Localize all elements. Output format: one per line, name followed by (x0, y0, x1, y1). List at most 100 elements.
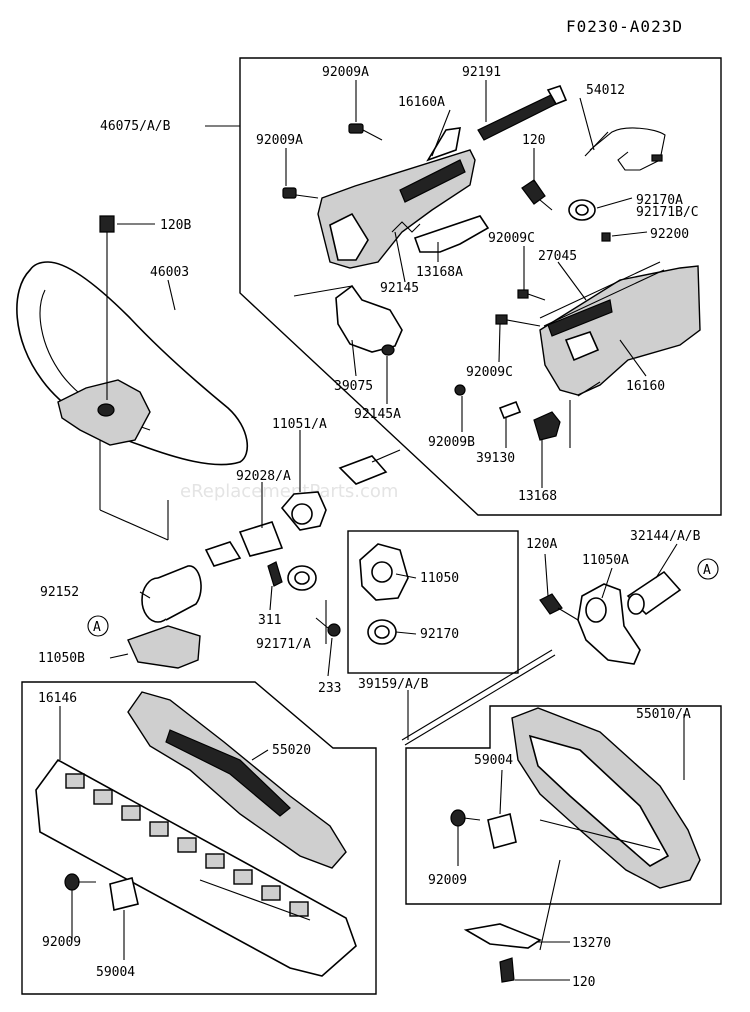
label-120a: 120A (526, 537, 557, 552)
label-92009c-upper: 92009C (488, 231, 535, 246)
label-39075: 39075 (334, 379, 373, 394)
block-11050b (127, 625, 201, 669)
label-16146: 16146 (38, 691, 77, 706)
label-16160a: 16160A (398, 95, 445, 110)
label-59004-left: 59004 (96, 965, 135, 980)
bolt-120b (99, 215, 115, 400)
plate-39130 (498, 400, 522, 420)
label-13168: 13168 (518, 489, 557, 504)
label-92009a-left: 92009A (256, 133, 303, 148)
group-box-guard-right (405, 705, 722, 905)
label-11050a: 11050A (582, 553, 629, 568)
nut-92200 (601, 232, 611, 242)
leader-lines (59, 80, 685, 981)
label-59004-right: 59004 (474, 753, 513, 768)
part-labels: 92009A 92191 54012 16160A 46075/A/B 9200… (38, 65, 701, 990)
screw-92009b (454, 384, 466, 396)
svg-text:A: A (93, 620, 101, 635)
bolt-92191 (477, 85, 568, 141)
cable-54012 (584, 127, 666, 171)
label-54012: 54012 (586, 83, 625, 98)
clamp-11050a (577, 583, 641, 665)
label-92191: 92191 (462, 65, 501, 80)
label-27045: 27045 (538, 249, 577, 264)
label-120b: 120B (160, 218, 191, 233)
loop-handle-46003 (16, 261, 248, 466)
label-32144: 32144/A/B (630, 529, 701, 544)
handle-body-16160a (317, 127, 476, 269)
label-92145: 92145 (380, 281, 419, 296)
label-120-top: 120 (522, 133, 545, 148)
label-92171b: 92171B/C (636, 205, 699, 220)
label-55010: 55010/A (636, 707, 691, 722)
label-16160: 16160 (626, 379, 665, 394)
screw-92009a-left (282, 187, 319, 199)
screw-92009a-top (348, 123, 383, 141)
label-311: 311 (258, 613, 281, 628)
screw-233 (315, 617, 341, 637)
clamp-11050 (359, 543, 409, 601)
label-92170a: 92170A (636, 193, 683, 208)
label-13270: 13270 (572, 936, 611, 951)
screw-92009c-a (517, 289, 546, 301)
screw-92009c-b (495, 314, 541, 327)
watermark: eReplacementParts.com (180, 481, 398, 502)
label-92009-left: 92009 (42, 935, 81, 950)
guard-55020 (127, 691, 347, 869)
label-92152: 92152 (40, 585, 79, 600)
label-46003: 46003 (150, 265, 189, 280)
label-92009-right: 92009 (428, 873, 467, 888)
diagram-code: F0230-A023D (566, 17, 683, 36)
plate-59004-right (487, 813, 517, 849)
label-120-bottom: 120 (572, 975, 595, 990)
label-55020: 55020 (272, 743, 311, 758)
screw-120-upper (521, 179, 553, 211)
label-92171: 92171/A (256, 637, 311, 652)
plate-13270 (463, 923, 542, 949)
label-13168a: 13168A (416, 265, 463, 280)
label-92200: 92200 (650, 227, 689, 242)
screw-92009-right (450, 809, 481, 827)
label-11050b: 11050B (38, 651, 85, 666)
label-233: 233 (318, 681, 341, 696)
rod-27045 (539, 261, 665, 327)
handle-body-16160 (539, 265, 701, 396)
guard-16146 (35, 758, 357, 977)
label-92009b: 92009B (428, 435, 475, 450)
grip-92152 (141, 565, 202, 623)
label-39159: 39159/A/B (358, 677, 429, 692)
pin-311 (267, 561, 283, 587)
clip-92171 (287, 565, 317, 591)
bolt-120-lower (499, 957, 515, 983)
guard-55010 (511, 707, 701, 889)
clip-92170 (367, 619, 397, 645)
sleeve-92028 (238, 521, 284, 557)
tube-joint (204, 455, 388, 567)
label-92009a-top: 92009A (322, 65, 369, 80)
label-39130: 39130 (476, 451, 515, 466)
label-46075: 46075/A/B (100, 119, 171, 134)
group-box-clamp (347, 530, 519, 674)
switch-13168 (533, 411, 561, 441)
clip-92170a (568, 199, 596, 221)
group-box-upper (239, 57, 722, 516)
clamp-11051 (280, 491, 327, 531)
label-11050: 11050 (420, 571, 459, 586)
label-92170: 92170 (420, 627, 459, 642)
plate-59004-left (109, 877, 139, 911)
spring-92145 (391, 221, 421, 233)
sleeve-32144 (626, 570, 682, 616)
trigger-39075 (335, 284, 403, 356)
lever-13168a (413, 215, 490, 253)
label-92145a: 92145A (354, 407, 401, 422)
callout-a-left: A (87, 615, 109, 637)
label-92009c-lower: 92009C (466, 365, 513, 380)
shaft-39159 (401, 649, 556, 746)
bolt-120a (539, 593, 579, 621)
label-92028: 92028/A (236, 469, 291, 484)
group-box-guard-left (21, 681, 377, 995)
screw-92009-left (64, 873, 96, 891)
svg-text:A: A (703, 563, 711, 578)
callout-a-right: A (697, 558, 719, 580)
